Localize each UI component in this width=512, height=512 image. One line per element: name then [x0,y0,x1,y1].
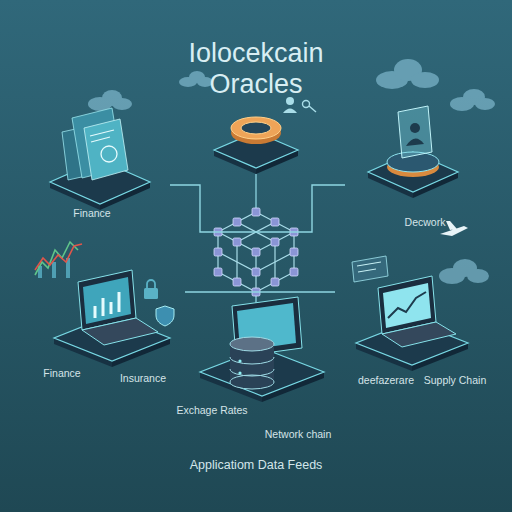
coin-platform [214,97,316,174]
platform-node: Exchage RatesNetwork chain [168,298,336,448]
key-icon [309,106,316,112]
platform-top [356,321,468,365]
data-panel [352,256,388,282]
server-band [230,357,274,376]
coin-icon [241,122,271,134]
block-cube [214,248,222,256]
node-label: Insurance [120,372,166,385]
screen-bar [102,298,105,316]
hologram-figure [410,123,420,133]
block-cube [252,208,260,216]
laptop-platform [54,270,174,367]
cloud [411,72,439,88]
cloud [467,269,489,283]
document-line [90,130,114,136]
laptop-keyboard [82,318,158,345]
server-light [238,371,241,374]
hub-line [274,242,275,282]
shield-icon [156,306,174,326]
screen-bars [95,292,119,318]
user-icon [283,109,297,114]
node-label: Decwork [405,216,446,229]
platform-top [368,152,458,192]
hub-line [236,242,237,282]
document-seal [101,146,117,162]
panel-line [357,262,381,266]
block-cube [271,218,279,226]
block-cube [252,268,260,276]
cloud [475,98,495,110]
block-cube [214,268,222,276]
laptop-display [83,277,131,324]
device-platform [368,106,458,198]
network-wires [255,174,256,303]
lock-icon [147,280,155,288]
hologram-figure [406,138,424,146]
wire [255,174,256,212]
document-icon [84,119,128,180]
key-icon [303,101,310,108]
screen-chart [388,292,426,318]
node-label: Supply Chain [424,374,486,387]
chart-line [35,242,78,275]
coin-icon [231,117,281,139]
block-cube [271,238,279,246]
document-line [91,137,110,142]
hub-lattice [218,212,294,292]
network-connector [170,185,345,232]
document-platform [50,108,150,210]
block-cube [233,238,241,246]
server-platform [200,297,324,402]
diagram-caption: Applicatiom Data Feeds [0,458,512,472]
laptop-display [383,283,431,328]
blockchain-hub [214,208,298,296]
node-label: Network chain [265,428,332,441]
screen-bar [118,292,121,312]
screen-bar [94,306,97,318]
laptop-keyboard [382,322,456,347]
platform-node: Finance [40,90,170,225]
server-icon [230,375,274,389]
chart-bar [52,262,56,278]
diagram-title: Iolocekcain Oracles [156,38,356,100]
hub-blocks [214,208,298,296]
panel-line [358,269,376,272]
screen-bar [110,302,113,314]
server-light [238,359,241,362]
lock-icon [144,288,158,299]
node-label: Exchage Rates [176,404,247,417]
block-cube [290,268,298,276]
node-label: Finance [43,367,80,380]
block-cube [233,218,241,226]
server-icon [230,337,274,351]
node-label: Finance [73,207,110,220]
block-cube [252,248,260,256]
cloud [112,98,132,110]
hologram-panel [398,106,432,158]
block-cube [290,248,298,256]
stock-chart [35,242,82,278]
platform-node: Decwork [345,95,470,232]
block-cube [271,278,279,286]
laptop-platform [352,256,468,371]
network-connector [185,291,335,292]
chart-line [35,244,82,270]
node-label: deefazerare [358,374,414,387]
platform-node: deefazerare Supply Chain [335,260,495,392]
platform-node: Finance Insurance [30,260,185,390]
block-cube [233,278,241,286]
